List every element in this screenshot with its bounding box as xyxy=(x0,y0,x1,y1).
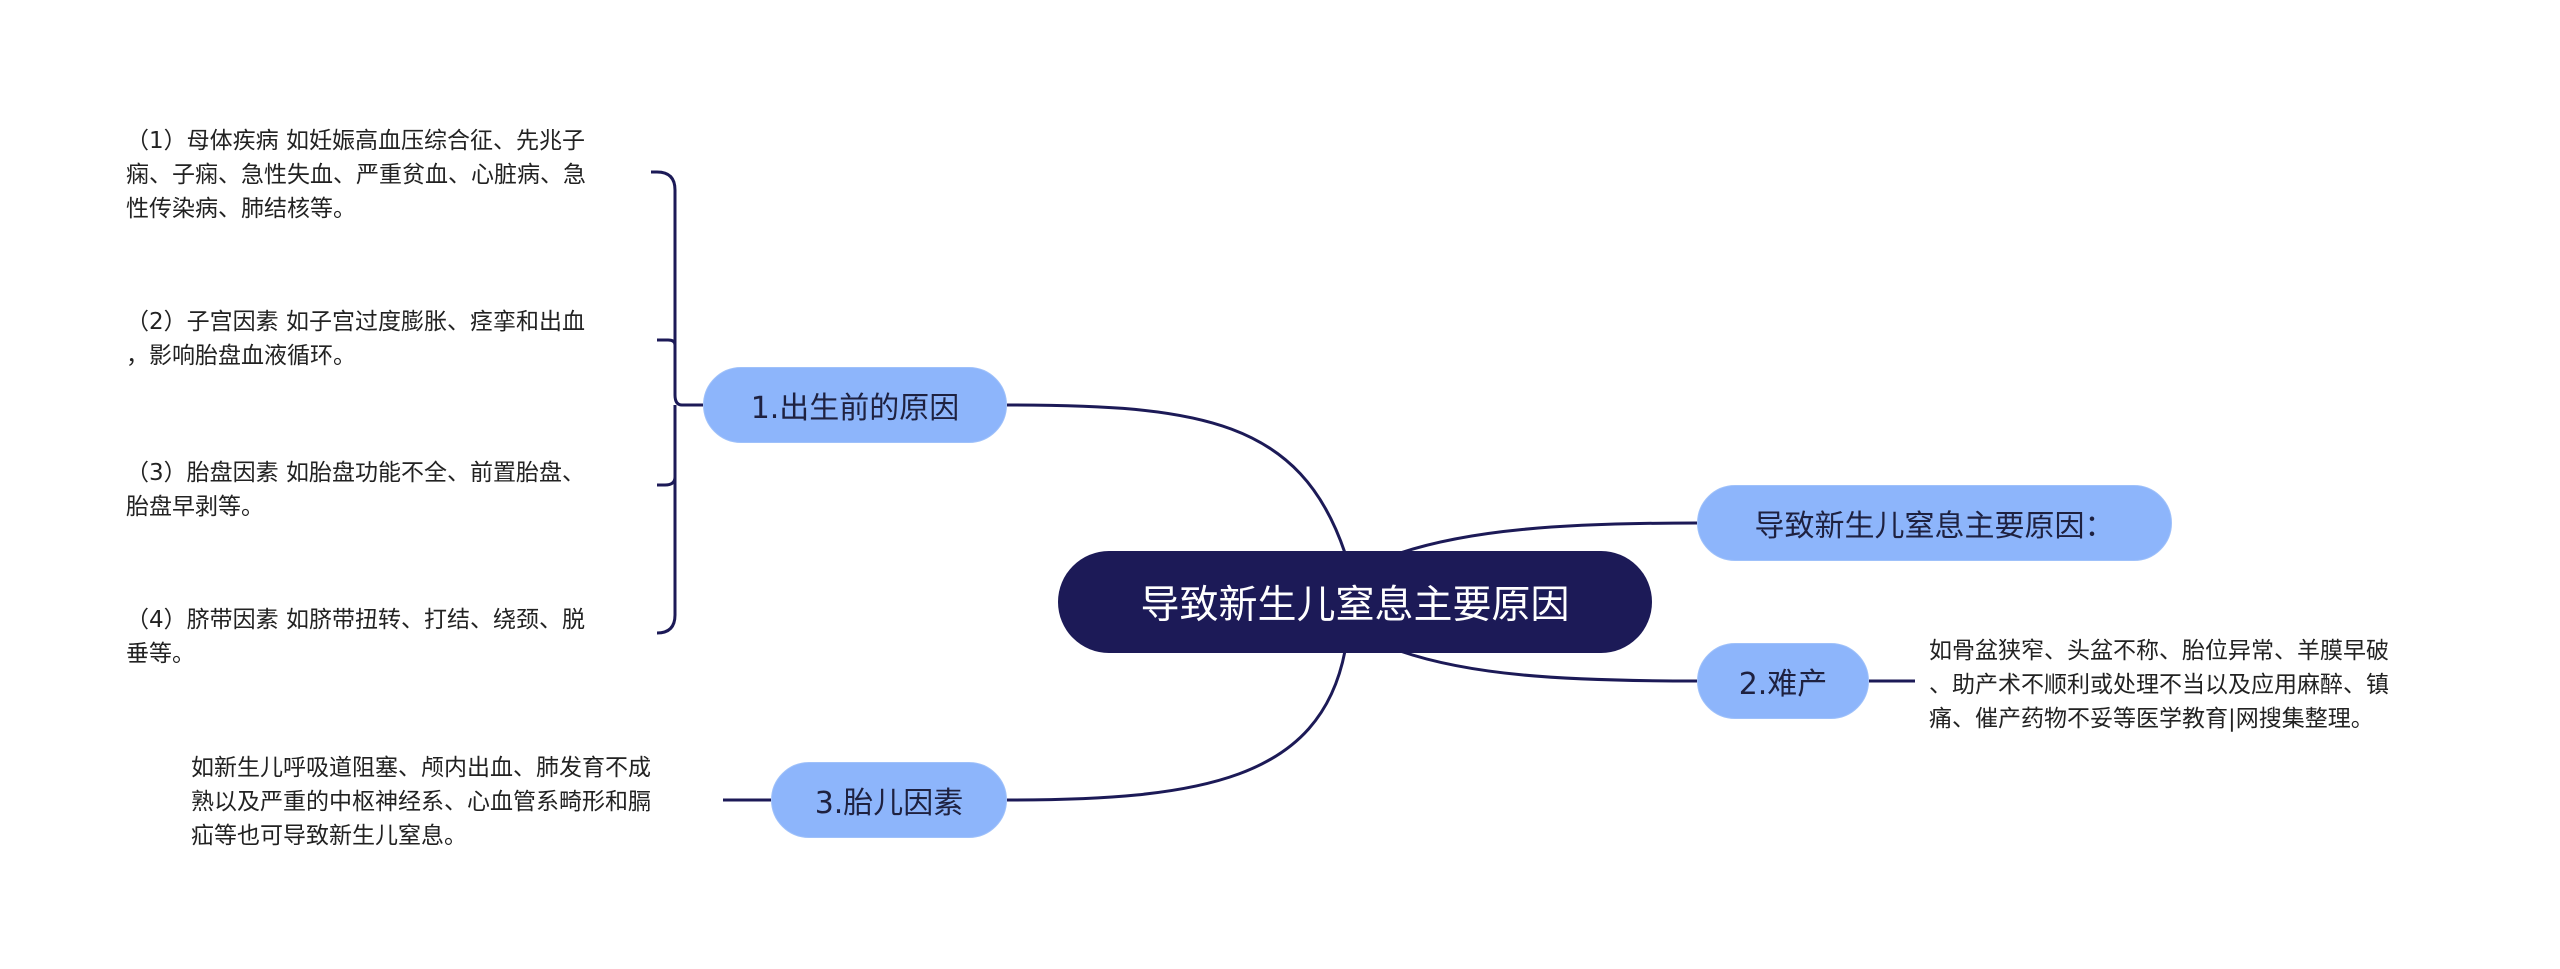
leaf-line: 痫、子痫、急性失血、严重贫血、心脏病、急 xyxy=(126,162,586,188)
link-root-main-causes xyxy=(1399,521,1698,555)
branch-fetal-factors[interactable]: 3.胎儿因素 xyxy=(771,762,1007,838)
branch-before-birth[interactable]: 1.出生前的原因 xyxy=(703,367,1007,443)
leaf-placental-factors[interactable]: （3）胎盘因素 如胎盘功能不全、前置胎盘、 胎盘早剥等。 xyxy=(126,456,585,524)
leaf-maternal-disease[interactable]: （1）母体疾病 如妊娠高血压综合征、先兆子 痫、子痫、急性失血、严重贫血、心脏病… xyxy=(126,124,586,226)
link-root-fetal xyxy=(1006,650,1347,802)
leaf-line: ，影响胎盘血液循环。 xyxy=(126,343,356,369)
leaf-line: 性传染病、肺结核等。 xyxy=(126,196,356,222)
leaf-line: （4）脐带因素 如脐带扭转、打结、绕颈、脱 xyxy=(126,607,585,633)
leaf-line: 如新生儿呼吸道阻塞、颅内出血、肺发育不成 xyxy=(191,755,651,781)
leaf-umbilical-factors[interactable]: （4）脐带因素 如脐带扭转、打结、绕颈、脱 垂等。 xyxy=(126,603,585,671)
leaf-uterine-factors[interactable]: （2）子宫因素 如子宫过度膨胀、痉挛和出血 ，影响胎盘血液循环。 xyxy=(126,305,585,373)
leaf-line: 、助产术不顺利或处理不当以及应用麻醉、镇 xyxy=(1929,672,2389,698)
link-root-before-birth xyxy=(1006,403,1347,554)
leaf-line: 垂等。 xyxy=(126,641,195,667)
leaf-line: （3）胎盘因素 如胎盘功能不全、前置胎盘、 xyxy=(126,460,585,486)
link-root-dystocia xyxy=(1399,649,1698,683)
leaf-line: 疝等也可导致新生儿窒息。 xyxy=(191,823,467,849)
branch-dystocia[interactable]: 2.难产 xyxy=(1697,643,1869,719)
leaf-line: 胎盘早剥等。 xyxy=(126,494,264,520)
leaf-line: 痛、催产药物不妥等医学教育|网搜集整理。 xyxy=(1929,706,2374,732)
leaf-line: 如骨盆狭窄、头盆不称、胎位异常、羊膜早破 xyxy=(1929,638,2389,664)
leaf-line: 熟以及严重的中枢神经系、心血管系畸形和膈 xyxy=(191,789,651,815)
root-topic[interactable]: 导致新生儿窒息主要原因 xyxy=(1058,551,1652,653)
leaf-line: （2）子宫因素 如子宫过度膨胀、痉挛和出血 xyxy=(126,309,585,335)
leaf-dystocia-details[interactable]: 如骨盆狭窄、头盆不称、胎位异常、羊膜早破 、助产术不顺利或处理不当以及应用麻醉、… xyxy=(1929,634,2389,736)
branch-main-causes[interactable]: 导致新生儿窒息主要原因： xyxy=(1697,485,2172,561)
leaf-line: （1）母体疾病 如妊娠高血压综合征、先兆子 xyxy=(126,128,585,154)
bracket-before-birth xyxy=(656,170,703,635)
leaf-fetal-details[interactable]: 如新生儿呼吸道阻塞、颅内出血、肺发育不成 熟以及严重的中枢神经系、心血管系畸形和… xyxy=(191,751,651,853)
